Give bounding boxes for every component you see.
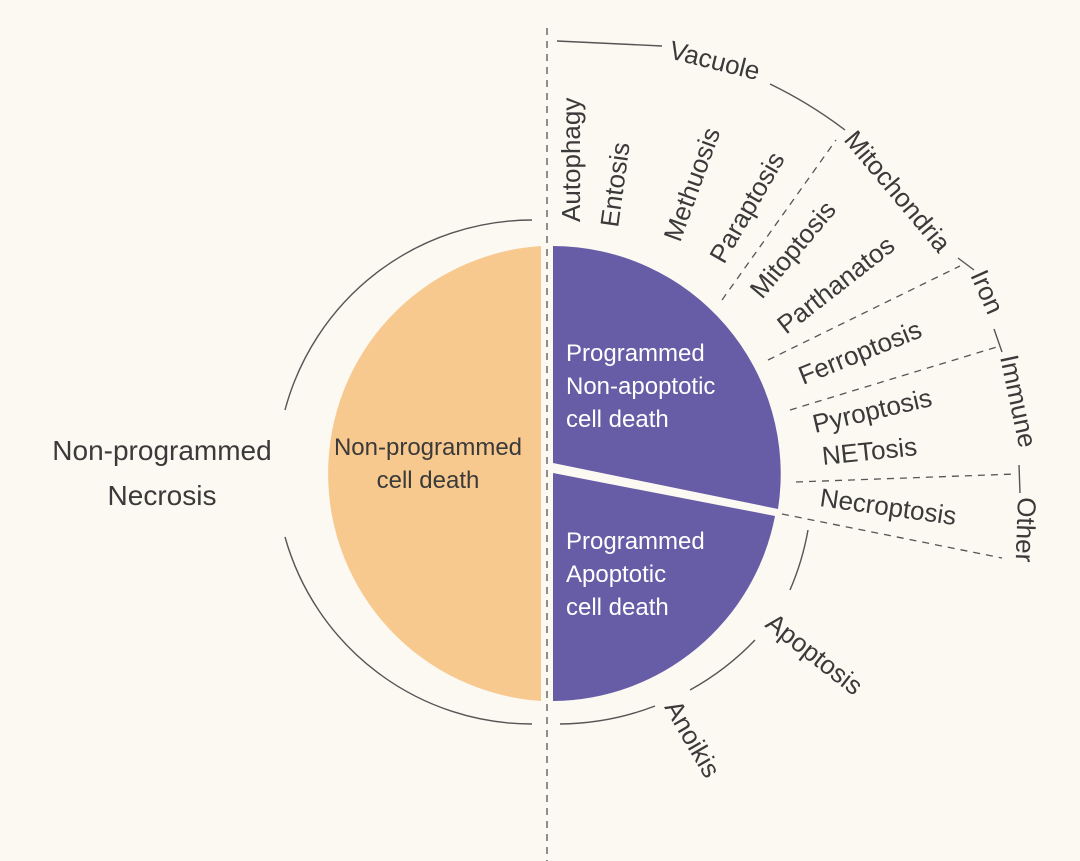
apoptotic-label-line1: Programmed: [566, 528, 705, 555]
category-other: Other: [1010, 497, 1042, 563]
mode-autophagy: Autophagy: [556, 98, 586, 222]
non-apoptotic-label-line2: Non-apoptotic: [566, 373, 715, 400]
immune-arc: [1018, 464, 1021, 494]
apoptosis-arc: [789, 529, 809, 591]
left-outer-arc-lower: [284, 536, 533, 725]
left-label-line1: Non-programmed: [52, 435, 271, 466]
non-programmed-label-line1: Non-programmed: [334, 434, 522, 461]
mode-methuosis: Methuosis: [657, 123, 726, 245]
mode-necroptosis: Necroptosis: [818, 482, 958, 531]
left-label-line2: Necrosis: [108, 480, 217, 511]
mode-entosis: Entosis: [594, 140, 636, 229]
vacuole-arc: [556, 40, 846, 131]
non-programmed-label-line2: cell death: [377, 467, 480, 494]
category-mitochondria: Mitochondria: [838, 125, 957, 259]
category-iron: Iron: [965, 265, 1011, 318]
mode-anoikis: Anoikis: [659, 695, 727, 783]
separator-other-end: [781, 513, 1003, 559]
non-apoptotic-label-line1: Programmed: [566, 340, 705, 367]
separator-immune-other: [795, 473, 1017, 483]
separator-mitochondria-iron: [767, 265, 961, 361]
separator-vacuole-mitochondria: [721, 139, 837, 301]
anoikis-arc: [559, 639, 756, 725]
apoptotic-label-line3: cell death: [566, 594, 669, 621]
mode-ferroptosis: Ferroptosis: [794, 314, 926, 391]
mode-apoptosis: Apoptosis: [760, 607, 868, 701]
iron-arc: [993, 328, 1003, 353]
non-programmed-segment: [328, 246, 541, 701]
non-apoptotic-segment: [553, 246, 781, 509]
separator-iron-immune: [789, 345, 1001, 411]
apoptotic-label-line2: Apoptotic: [566, 561, 666, 588]
left-outer-arc-upper: [284, 219, 533, 411]
non-apoptotic-label-line3: cell death: [566, 406, 669, 433]
category-immune: Immune: [994, 352, 1043, 450]
mode-netosis: NETosis: [820, 431, 918, 471]
mitochondria-arc: [957, 257, 975, 271]
category-vacuole: Vacuole: [667, 35, 764, 86]
apoptotic-segment: [553, 473, 775, 701]
mode-pyroptosis: Pyroptosis: [810, 382, 935, 439]
